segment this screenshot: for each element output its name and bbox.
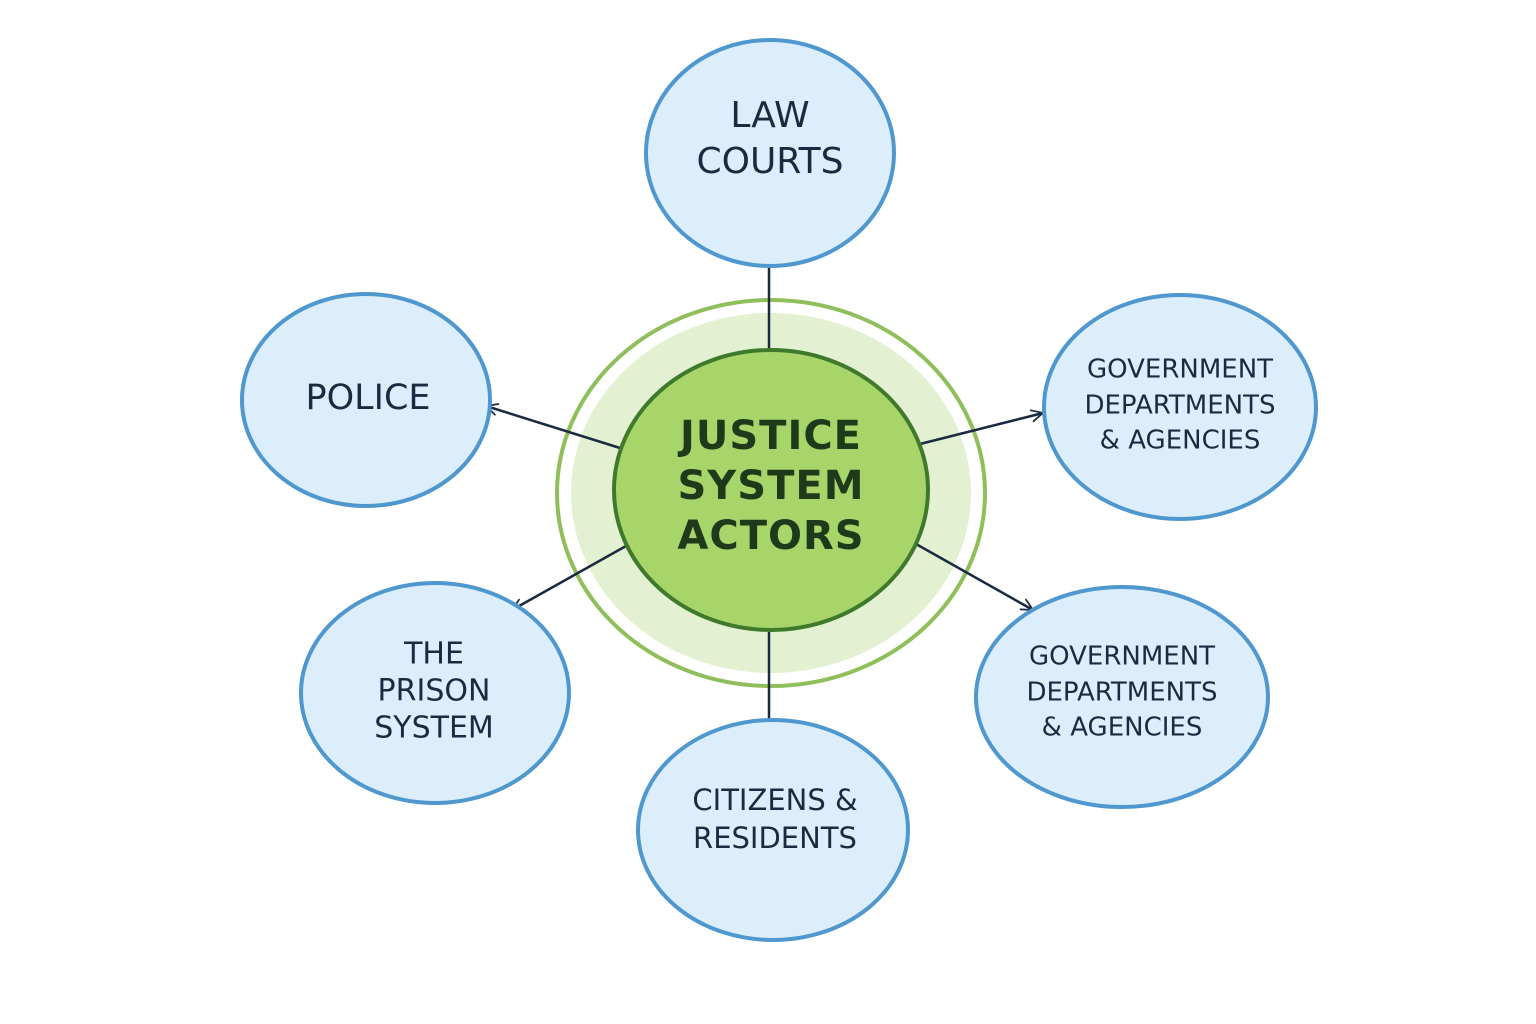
node-label-line: RESIDENTS — [693, 821, 857, 855]
node-ellipse — [636, 718, 910, 942]
node-ellipse — [974, 585, 1270, 809]
node-label-line: CITIZENS & — [692, 783, 857, 817]
node-label-line: DEPARTMENTS — [1026, 678, 1217, 708]
node-police: POLICE — [240, 292, 492, 508]
node-label-line: GOVERNMENT — [1087, 355, 1273, 385]
center-line-3: ACTORS — [677, 513, 864, 559]
node-label-line: PRISON — [378, 674, 491, 709]
node-label-line: DEPARTMENTS — [1084, 391, 1275, 421]
center-ellipse — [612, 348, 930, 632]
node-label-line: GOVERNMENT — [1029, 642, 1215, 672]
center-line-1: JUSTICE — [677, 413, 862, 459]
center-line-2: SYSTEM — [678, 463, 865, 509]
node-ellipse — [240, 292, 492, 508]
node-label-line: POLICE — [305, 378, 430, 418]
arrow-to-government-lower — [915, 542, 1034, 612]
node-government-departments-agencies-upper: GOVERNMENT DEPARTMENTS & AGENCIES — [1042, 293, 1318, 521]
node-prison-system: THE PRISON SYSTEM — [299, 581, 571, 805]
node-law-courts: LAW COURTS — [644, 38, 896, 268]
arrow-to-police — [485, 403, 621, 450]
node-label-line: THE — [403, 637, 464, 672]
node-label-line: SYSTEM — [374, 711, 494, 746]
arrow-to-prison-system — [511, 544, 627, 612]
node-ellipse — [1042, 293, 1318, 521]
node-government-departments-agencies-lower: GOVERNMENT DEPARTMENTS & AGENCIES — [974, 585, 1270, 809]
node-label-line: COURTS — [696, 141, 843, 182]
node-citizens-residents: CITIZENS & RESIDENTS — [636, 718, 910, 942]
node-ellipse — [644, 38, 896, 268]
center-node: JUSTICE SYSTEM ACTORS — [612, 348, 930, 632]
node-ellipse — [299, 581, 571, 805]
node-label-line: & AGENCIES — [1100, 426, 1261, 456]
arrow-to-government-upper — [919, 409, 1044, 446]
node-label-line: & AGENCIES — [1042, 713, 1203, 743]
node-label-line: LAW — [730, 95, 809, 136]
